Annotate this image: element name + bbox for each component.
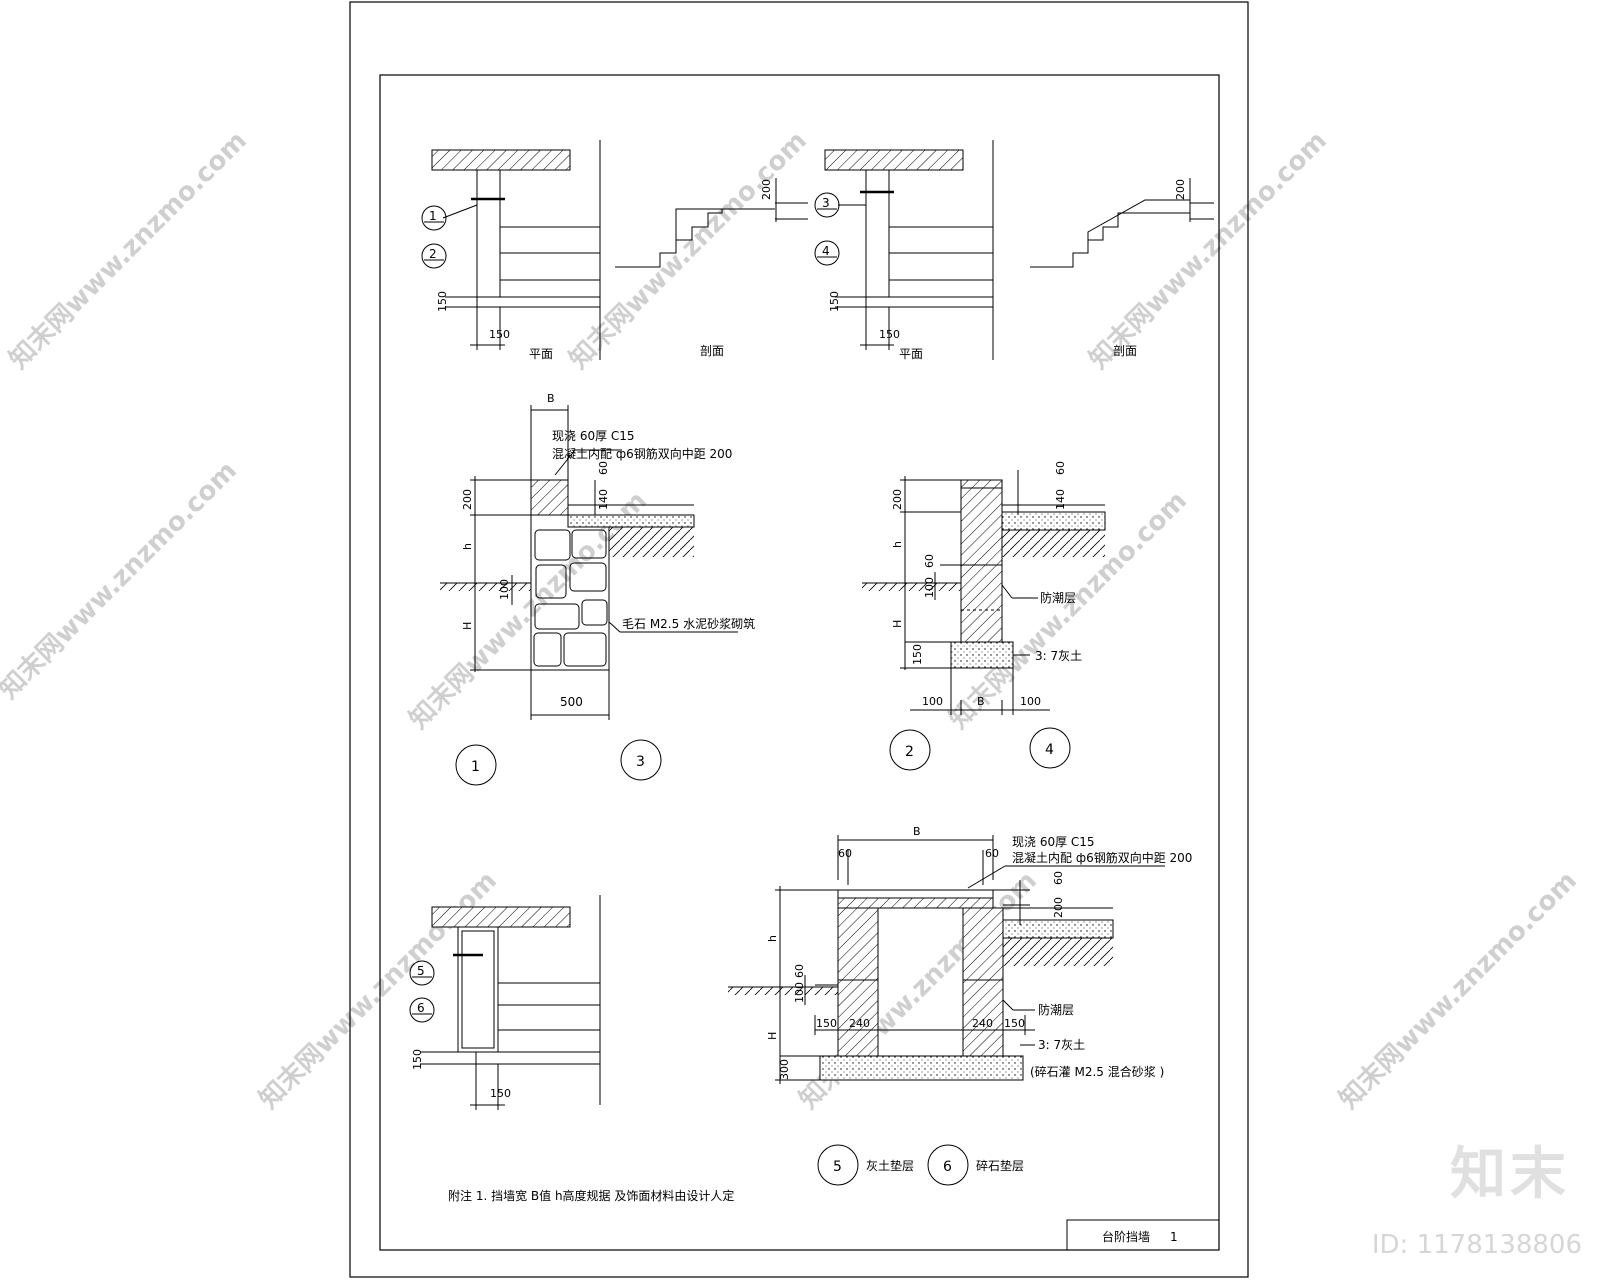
dim-label: 200	[461, 489, 474, 510]
dim-label: H	[766, 1032, 779, 1040]
dim-label: B	[977, 695, 985, 708]
brand-logo: 知末	[1450, 1142, 1570, 1207]
marker-label: 2	[429, 247, 437, 261]
legend-text: 灰土垫层	[866, 1158, 914, 1173]
watermark-text: 知末网www.znzmo.com	[1084, 126, 1333, 375]
section-3-4	[1030, 178, 1214, 268]
plan-caption: 平面	[529, 347, 553, 361]
dim-label: h	[461, 543, 474, 550]
material-label: 防潮层	[1040, 590, 1076, 605]
dim-label: B	[913, 825, 921, 838]
dim-label: 140	[597, 489, 610, 510]
dim-label: 140	[1054, 489, 1067, 510]
dim-label: 100	[793, 982, 806, 1003]
dim-label: 200	[760, 179, 773, 200]
brand-id: ID: 1178138806	[1371, 1230, 1582, 1260]
material-label: (碎石灌 M2.5 混合砂浆 )	[1030, 1064, 1164, 1079]
plan-3-4	[814, 140, 994, 360]
dim-label: 240	[849, 1017, 870, 1030]
dim-label: 60	[793, 964, 806, 978]
dim-label: 150	[490, 1087, 511, 1100]
watermark-text: 知末网www.znzmo.com	[254, 866, 503, 1115]
section-1-2	[615, 178, 808, 268]
dim-label: 60	[1054, 461, 1067, 475]
dim-label: 150	[879, 328, 900, 341]
watermark-text: 知末网www.znzmo.com	[0, 456, 243, 705]
note-text: 混凝土内配 ф6钢筋双向中距 200	[1012, 850, 1192, 865]
title-block-title: 台阶挡墙	[1102, 1229, 1150, 1244]
dim-label: h	[891, 541, 904, 548]
dim-label: 150	[1004, 1017, 1025, 1030]
dim-label: 150	[436, 291, 449, 312]
section-caption: 剖面	[700, 344, 724, 358]
dim-label: 60	[597, 461, 610, 475]
detail-circle-label: 3	[636, 754, 645, 770]
dim-label: 200	[891, 489, 904, 510]
dim-label: 500	[560, 695, 583, 709]
dim-label: 300	[778, 1059, 791, 1080]
dim-label: H	[891, 620, 904, 628]
detail-2-4	[862, 470, 1106, 771]
detail-5-6	[728, 835, 1165, 1186]
material-label: 3: 7灰土	[1035, 649, 1082, 663]
note-text: 现浇 60厚 C15	[552, 429, 635, 443]
title-block-sheet: 1	[1170, 1230, 1178, 1244]
general-note: 附注 1. 挡墙宽 B值 h高度规据 及饰面材料由设计人定	[448, 1188, 734, 1203]
dim-label: H	[461, 622, 474, 630]
inner-border	[379, 74, 1220, 1251]
detail-circle-label: 6	[943, 1159, 952, 1175]
dim-label: 100	[498, 579, 511, 600]
note-text: 现浇 60厚 C15	[1012, 835, 1095, 849]
dim-label: 200	[1052, 897, 1065, 918]
material-label: 3: 7灰土	[1038, 1038, 1085, 1052]
dim-label: 100	[1020, 695, 1041, 708]
dim-label: 150	[828, 291, 841, 312]
dim-label: h	[766, 935, 779, 942]
detail-1-3	[440, 405, 738, 786]
legend-text: 碎石垫层	[976, 1158, 1024, 1173]
dim-label: 60	[838, 847, 852, 860]
note-text: 混凝土内配 ф6钢筋双向中距 200	[552, 446, 732, 461]
marker-label: 4	[822, 244, 830, 258]
dim-label: 150	[489, 328, 510, 341]
detail-circle-label: 5	[833, 1159, 842, 1175]
dim-label: 60	[985, 847, 999, 860]
dim-label: 100	[922, 695, 943, 708]
watermark-text: 知末网www.znzmo.com	[564, 126, 813, 375]
detail-circle-label: 4	[1045, 742, 1054, 758]
material-label: 毛石 M2.5 水泥砂浆砌筑	[622, 616, 755, 631]
dim-label: 150	[816, 1017, 837, 1030]
outer-border	[349, 1, 1249, 1278]
dim-label: 240	[972, 1017, 993, 1030]
dim-label: 150	[411, 1049, 424, 1070]
section-caption: 剖面	[1113, 344, 1137, 358]
marker-label: 5	[417, 964, 425, 978]
marker-label: 3	[822, 196, 830, 210]
material-label: 防潮层	[1038, 1002, 1074, 1017]
detail-circle-label: 2	[905, 744, 914, 760]
dim-label: 60	[1052, 871, 1065, 885]
dim-label: B	[547, 392, 555, 405]
marker-label: 1	[429, 209, 437, 223]
watermark-text: 知末网www.znzmo.com	[4, 126, 253, 375]
marker-label: 6	[417, 1001, 425, 1015]
dim-label: 100	[923, 577, 936, 598]
dim-label: 60	[923, 554, 936, 568]
watermarks: 知末网www.znzmo.com 知末网www.znzmo.com 知末网www…	[0, 126, 1583, 1115]
dim-label: 150	[911, 644, 924, 665]
plan-1-2	[421, 140, 601, 360]
detail-circle-label: 1	[471, 759, 480, 775]
plan-caption: 平面	[899, 347, 923, 361]
title-block	[1066, 1219, 1220, 1251]
dim-label: 200	[1174, 179, 1187, 200]
plan-5-6	[409, 895, 601, 1110]
watermark-text: 知末网www.znzmo.com	[1334, 866, 1583, 1115]
